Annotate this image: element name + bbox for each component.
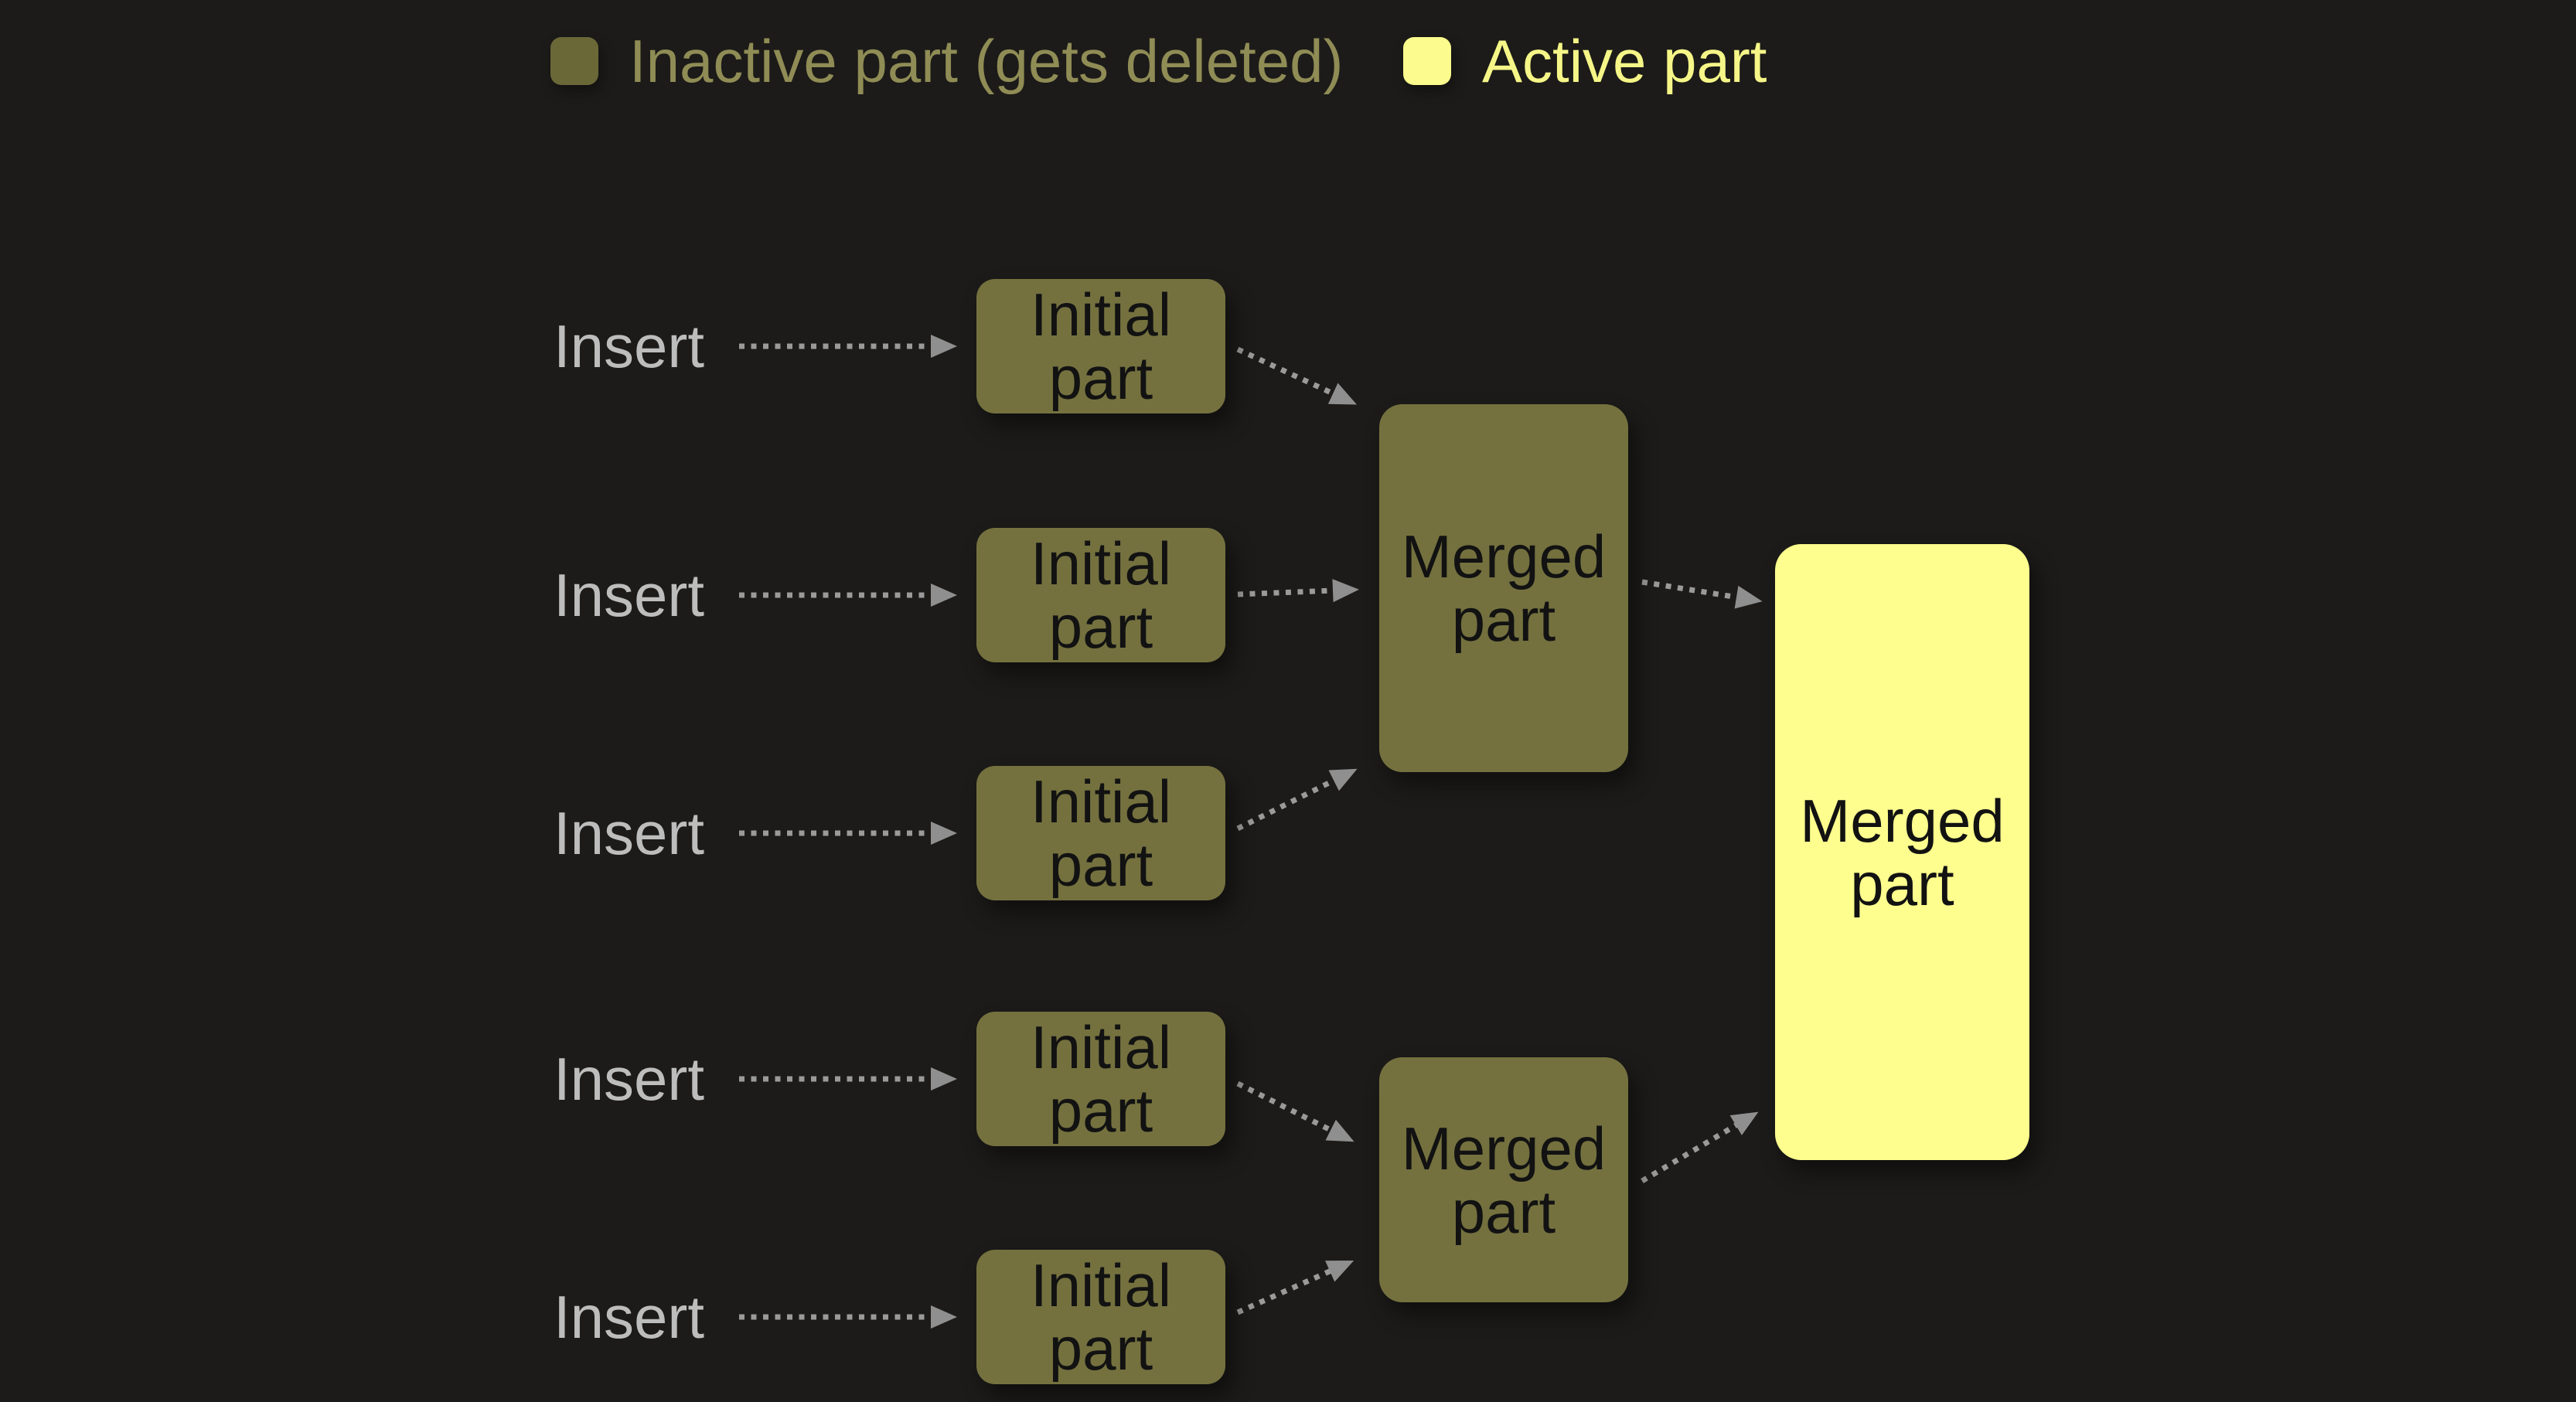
- edge-initial2-merged1: [1237, 579, 1359, 603]
- edge-initial3-merged1: [1236, 768, 1358, 832]
- edge-merged2-final: [1641, 1111, 1759, 1184]
- initial-part-node-3: Initial part: [976, 766, 1225, 900]
- legend: Inactive part (gets deleted) Active part: [0, 0, 2576, 124]
- final-merged-part-node: Merged part: [1775, 544, 2029, 1160]
- edge-merged1-final: [1641, 579, 1763, 609]
- insert-label-2: Insert: [554, 561, 705, 629]
- initial-part-node-4: Initial part: [976, 1012, 1225, 1146]
- insert-label-4: Insert: [554, 1045, 705, 1113]
- active-swatch-icon: [1403, 37, 1451, 85]
- legend-item-inactive: Inactive part (gets deleted): [550, 27, 1344, 95]
- merged-part-node-2: Merged part: [1379, 1057, 1628, 1302]
- merged-part-node-1: Merged part: [1379, 404, 1628, 772]
- legend-label-active: Active part: [1482, 27, 1767, 95]
- legend-label-inactive: Inactive part (gets deleted): [629, 27, 1344, 95]
- insert-label-3: Insert: [554, 799, 705, 867]
- edge-initial5-merged2: [1236, 1260, 1354, 1315]
- initial-part-node-5: Initial part: [976, 1250, 1225, 1384]
- initial-part-node-2: Initial part: [976, 528, 1225, 662]
- insert-label-5: Insert: [554, 1283, 705, 1351]
- insert-label-1: Insert: [554, 312, 705, 380]
- inactive-swatch-icon: [550, 37, 598, 85]
- legend-item-active: Active part: [1403, 27, 1767, 95]
- edge-initial4-merged2: [1236, 1080, 1354, 1142]
- edge-initial1-merged1: [1236, 346, 1358, 405]
- initial-part-node-1: Initial part: [976, 279, 1225, 413]
